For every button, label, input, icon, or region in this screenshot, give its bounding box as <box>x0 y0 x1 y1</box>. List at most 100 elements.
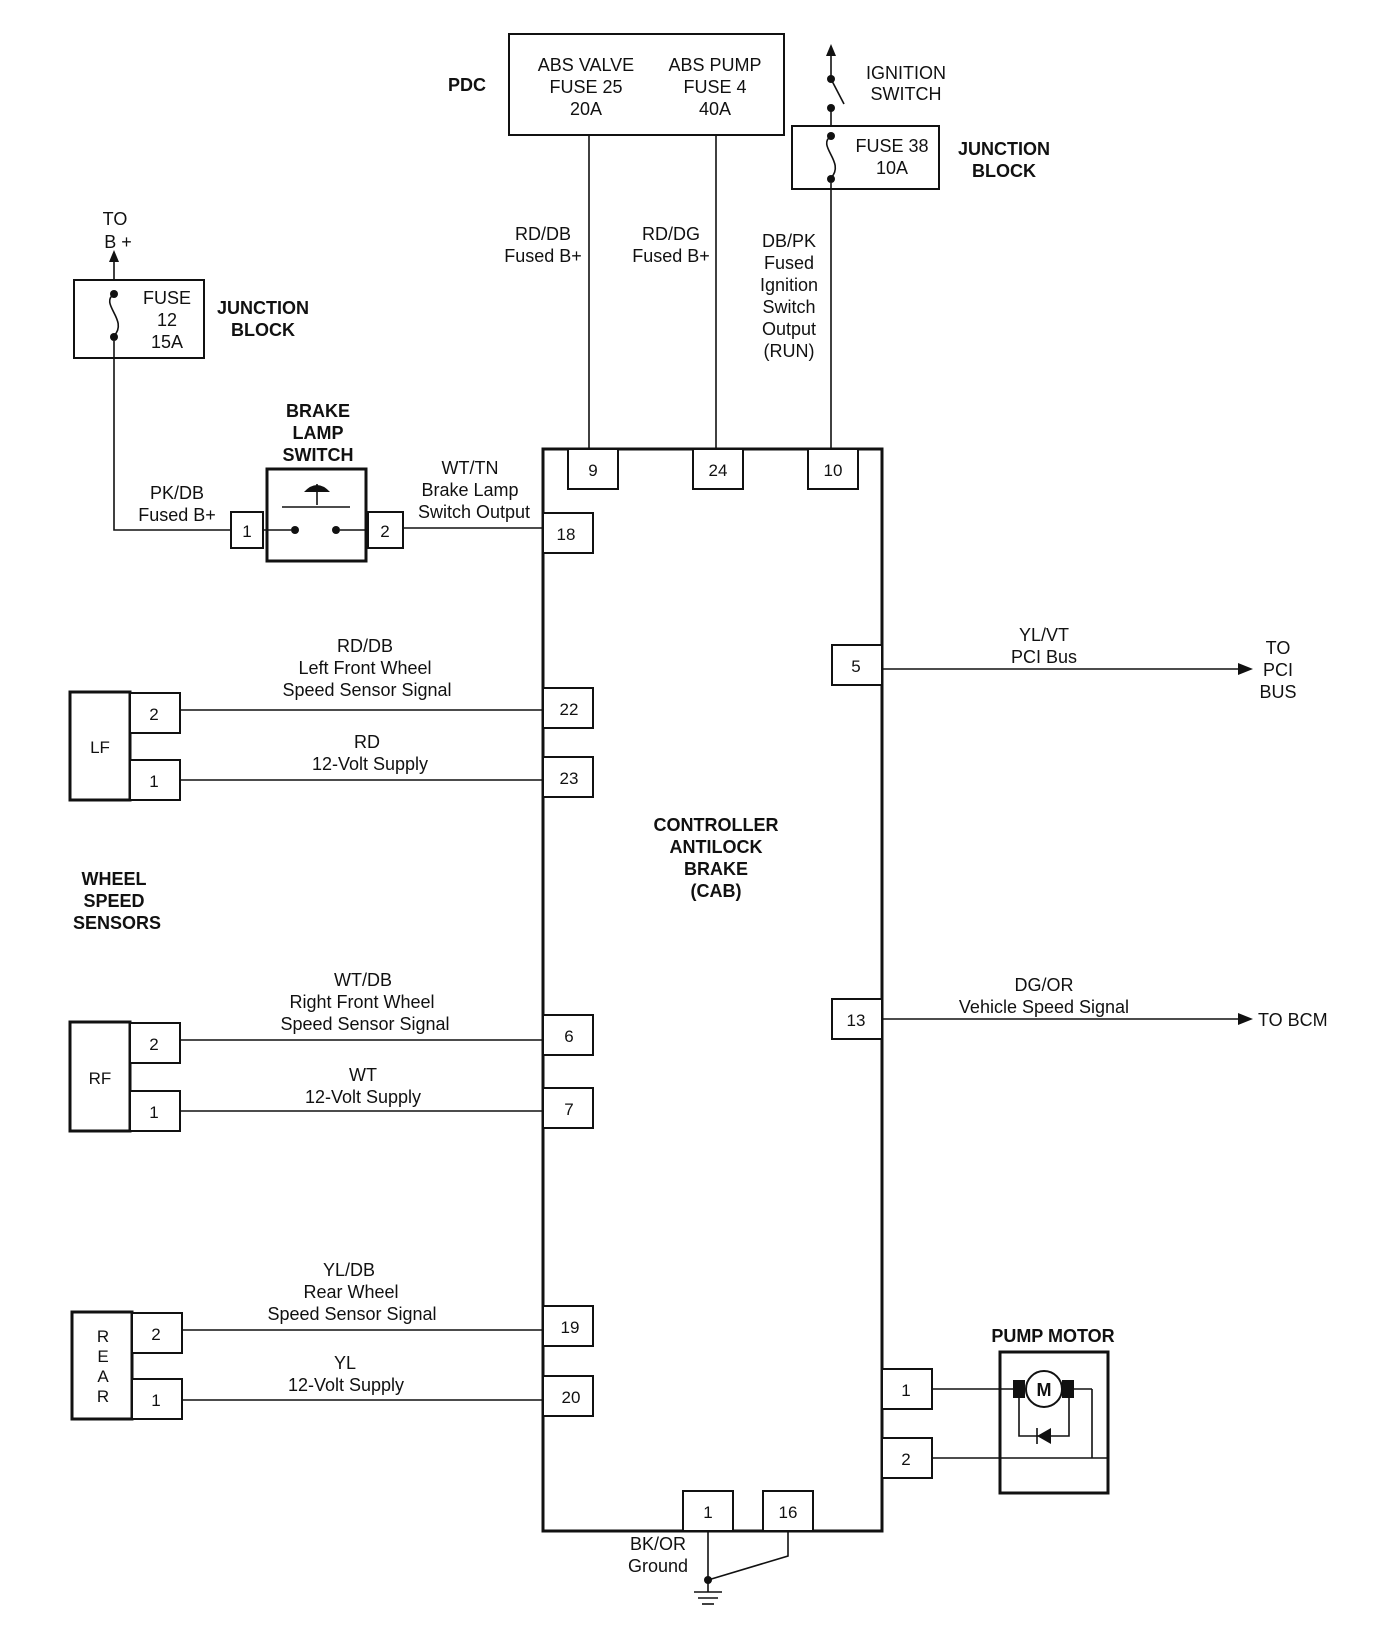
wire-label-rf-signal-2: Right Front Wheel <box>289 992 434 1012</box>
brake-lamp-switch: BRAKE LAMP SWITCH 1 2 <box>230 401 404 563</box>
pump-motor-title: PUMP MOTOR <box>991 1326 1114 1346</box>
to-bplus-line1: TO <box>103 209 128 229</box>
rear-pin-1 <box>131 1378 183 1420</box>
to-pci-bus-line3: BUS <box>1259 682 1296 702</box>
cab-pin-1-motor-label: 1 <box>901 1381 910 1400</box>
fuse-38-line1: FUSE 38 <box>855 136 928 156</box>
wire-label-ignition-3: Ignition <box>760 275 818 295</box>
cab-pin-10-label: 10 <box>824 461 843 480</box>
pdc-box <box>508 33 785 136</box>
wire-label-vss-2: Vehicle Speed Signal <box>959 997 1129 1017</box>
wire-label-rf-signal-1: WT/DB <box>334 970 392 990</box>
fuse-38-box <box>791 125 940 190</box>
fuse-12-line3: 15A <box>151 332 183 352</box>
cab-controller: CONTROLLER ANTILOCK BRAKE (CAB) 9 24 10 … <box>541 447 933 1533</box>
rear-sensor-box <box>70 1310 134 1421</box>
wire-label-ground-2: Ground <box>628 1556 688 1576</box>
cab-pin-20-label: 20 <box>562 1388 581 1407</box>
abs-pump-line2: FUSE 4 <box>683 77 746 97</box>
fuse-12-box <box>73 279 205 359</box>
cab-pin-5-label: 5 <box>851 657 860 676</box>
to-bplus-line2: B + <box>104 232 132 252</box>
rear-sensor-letter-a: A <box>97 1367 109 1386</box>
cab-pin-9 <box>567 448 619 490</box>
abs-valve-line2: FUSE 25 <box>549 77 622 97</box>
fuse-12-line2: 12 <box>157 310 177 330</box>
feed-wires <box>113 135 832 531</box>
lf-sensor: LF 2 1 <box>68 690 543 802</box>
wire-label-rf-supply-2: 12-Volt Supply <box>305 1087 421 1107</box>
fuse-icon <box>108 293 120 337</box>
cab-pin-22 <box>542 687 594 729</box>
pdc: PDC ABS VALVE FUSE 25 20A ABS PUMP FUSE … <box>448 33 785 136</box>
arrow-right-icon <box>1238 1013 1253 1025</box>
wire-label-pci-1: YL/VT <box>1019 625 1069 645</box>
rf-sensor-box <box>68 1020 132 1133</box>
wire-label-lf-supply-1: RD <box>354 732 380 752</box>
wire-label-brake-feed-2: Fused B+ <box>138 505 216 525</box>
brake-switch-pin-2-label: 2 <box>380 522 389 541</box>
wire-label-vss-1: DG/OR <box>1014 975 1073 995</box>
wire-label-brake-out-1: WT/TN <box>442 458 499 478</box>
brake-switch-pin-1 <box>230 511 264 549</box>
cab-pin-23 <box>542 756 594 798</box>
cab-pin-16-label: 16 <box>779 1503 798 1522</box>
ground: BK/OR Ground <box>628 1531 789 1605</box>
lf-pin-2 <box>129 692 181 734</box>
rear-sensor-letter-e: E <box>97 1347 108 1366</box>
rear-sensor-letter-r1: R <box>97 1327 109 1346</box>
abs-valve-line3: 20A <box>570 99 602 119</box>
wire-label-lf-signal-2: Left Front Wheel <box>298 658 431 678</box>
wire-label-brake-out-2: Brake Lamp <box>421 480 518 500</box>
wire-label-rear-supply-2: 12-Volt Supply <box>288 1375 404 1395</box>
motor-icon <box>1025 1370 1063 1408</box>
arrow-up-icon <box>109 250 119 262</box>
rear-sensor-letter-r2: R <box>97 1387 109 1406</box>
to-pci-bus-line2: PCI <box>1263 660 1293 680</box>
rf-sensor: RF 2 1 <box>68 1020 543 1133</box>
wire-label-ignition-2: Fused <box>764 253 814 273</box>
brake-switch-pin-1-label: 1 <box>242 522 251 541</box>
motor-symbol: M <box>1037 1380 1052 1400</box>
brake-lamp-switch-title-3: SWITCH <box>283 445 354 465</box>
pci-bus-output: YL/VT PCI Bus TO PCI BUS <box>882 625 1297 702</box>
cab-pin-1-ground <box>682 1490 734 1532</box>
abs-pump-line3: 40A <box>699 99 731 119</box>
brake-switch-pin-2 <box>367 511 404 549</box>
cab-pin-1-ground-label: 1 <box>703 1503 712 1522</box>
arrow-right-icon <box>1238 663 1253 675</box>
fuse-12-line1: FUSE <box>143 288 191 308</box>
wire-label-lf-signal-3: Speed Sensor Signal <box>282 680 451 700</box>
cab-pin-6 <box>542 1014 594 1056</box>
cab-pin-2-motor <box>881 1437 933 1479</box>
rf-pin-1-label: 1 <box>149 1103 158 1122</box>
wire-label-pdc-valve-1: RD/DB <box>515 224 571 244</box>
cab-pin-13-label: 13 <box>847 1011 866 1030</box>
wire-label-ignition-1: DB/PK <box>762 231 816 251</box>
cab-pin-19-label: 19 <box>561 1318 580 1337</box>
wire-label-rear-signal-1: YL/DB <box>323 1260 375 1280</box>
wire-label-ground-1: BK/OR <box>630 1534 686 1554</box>
cab-pin-9-label: 9 <box>588 461 597 480</box>
wire-label-ignition-5: Output <box>762 319 816 339</box>
wire-label-rear-signal-2: Rear Wheel <box>303 1282 398 1302</box>
junction-block-12: TO B + FUSE 12 15A JUNCTION BLOCK <box>73 209 309 359</box>
rear-pin-2 <box>131 1312 183 1354</box>
junction-block-38: FUSE 38 10A JUNCTION BLOCK <box>791 125 1050 190</box>
junction-block-12-line1: JUNCTION <box>217 298 309 318</box>
fuse-icon <box>825 135 837 179</box>
to-bcm-label: TO BCM <box>1258 1010 1328 1030</box>
motor-brush-right-icon <box>1062 1380 1074 1398</box>
lf-pin-2-label: 2 <box>149 705 158 724</box>
wire-label-ignition-4: Switch <box>762 297 815 317</box>
lf-sensor-box <box>68 690 132 802</box>
cab-pin-20 <box>542 1375 594 1417</box>
cab-pin-18-label: 18 <box>557 525 576 544</box>
cab-pin-22-label: 22 <box>560 700 579 719</box>
ignition-switch: IGNITION SWITCH <box>826 44 946 126</box>
wire-pk-db <box>113 341 231 531</box>
abs-pump-line1: ABS PUMP <box>668 55 761 75</box>
rf-sensor-label: RF <box>89 1069 112 1088</box>
wheel-speed-sensors-3: SENSORS <box>73 913 161 933</box>
brake-lamp-switch-title-2: LAMP <box>293 423 344 443</box>
